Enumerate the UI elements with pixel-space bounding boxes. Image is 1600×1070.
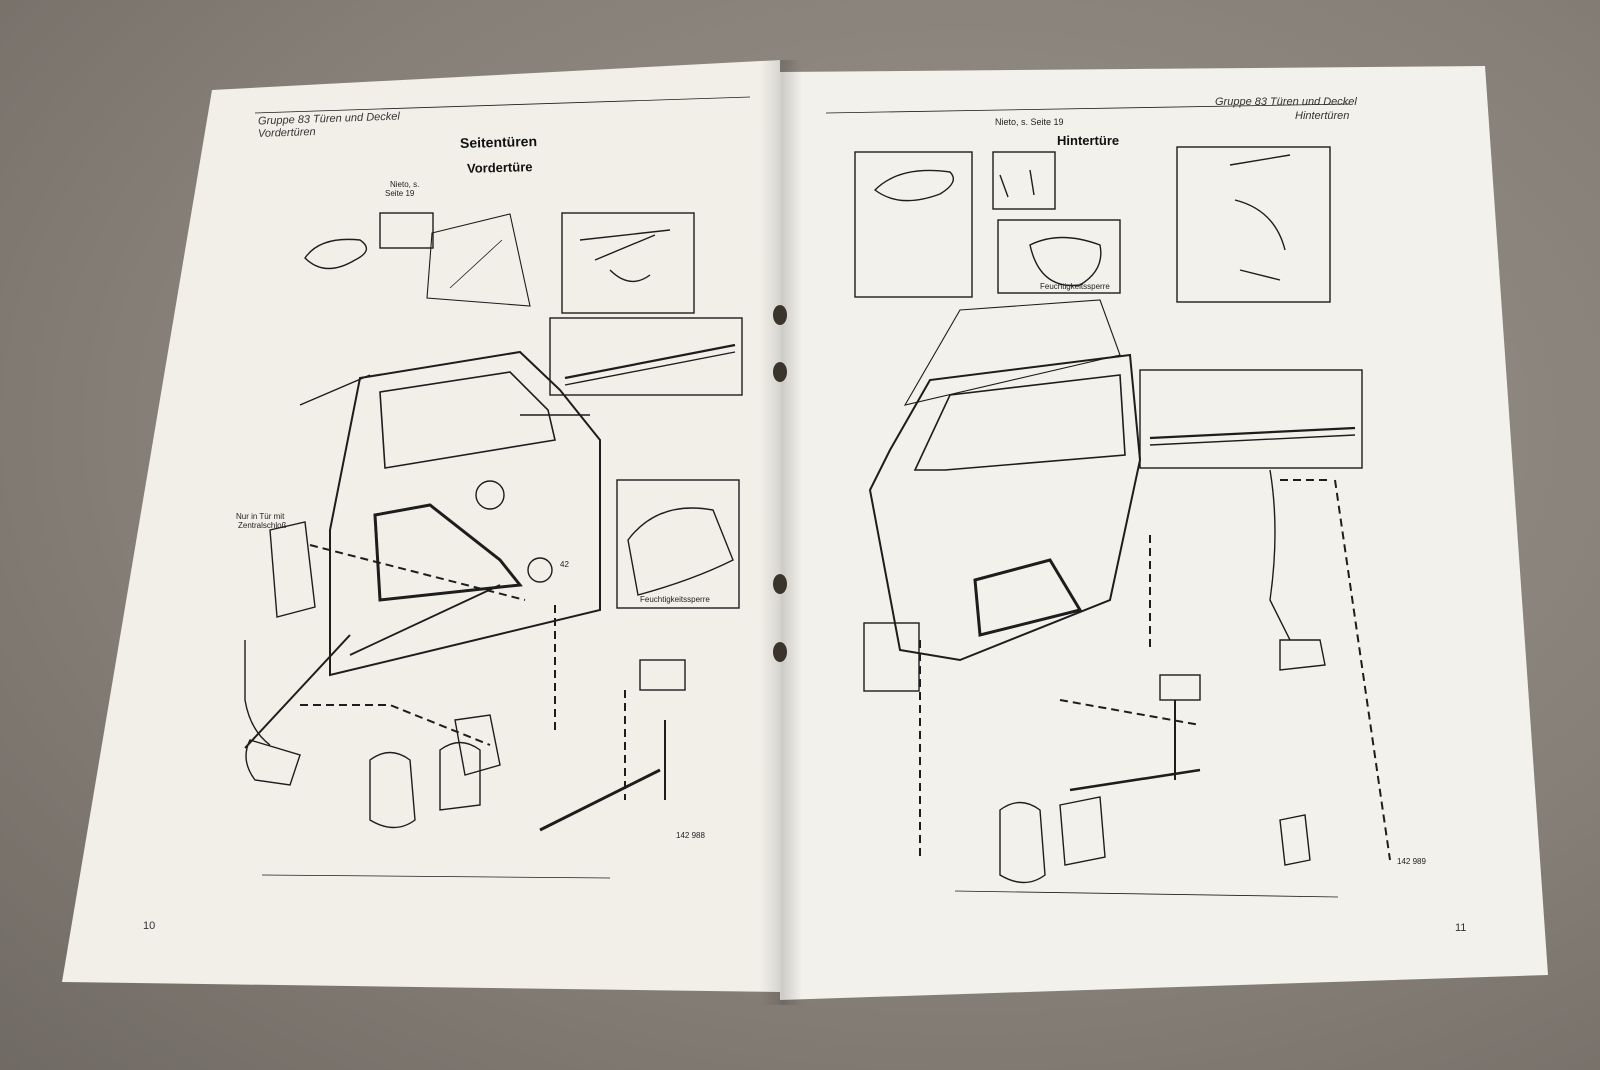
left-rivet-callout-2: Seite 19 [385, 189, 415, 198]
window-regulator-inset [561, 212, 695, 314]
right-header-group: Gruppe 83 Türen und Deckel [1215, 96, 1357, 108]
right-rivet-callout: Nieto, s. Seite 19 [995, 117, 1064, 127]
right-figure-number: 142 989 [1397, 857, 1426, 866]
left-header-sub: Vordertüren [257, 125, 316, 141]
left-moisture-barrier-label: Feuchtigkeitssperre [640, 595, 710, 604]
mirror-inset-right [854, 151, 973, 298]
right-moisture-barrier-label: Feuchtigkeitssperre [1040, 282, 1110, 291]
binder-hole-2 [773, 362, 787, 382]
left-subtitle: Vordertüre [466, 159, 533, 176]
moisture-barrier-inset-right [997, 219, 1121, 294]
moisture-barrier-inset-left [616, 479, 740, 609]
right-title: Hintertüre [1057, 133, 1120, 148]
left-page-number: 10 [143, 920, 156, 932]
binder-hole-1 [773, 305, 787, 325]
book-gutter [760, 60, 802, 1005]
channel-inset-right [1139, 369, 1363, 469]
window-channel-inset [549, 317, 743, 396]
left-figure-number: 142 988 [676, 831, 705, 840]
left-rivet-callout-1: Nieto, s. [390, 180, 420, 189]
right-header-sub: Hintertüren [1295, 110, 1350, 122]
left-title: Seitentüren [459, 132, 538, 152]
binder-hole-3 [773, 574, 787, 594]
binder-hole-4 [773, 642, 787, 662]
left-central-lock-callout-1: Nur in Tür mit [236, 512, 285, 521]
regulator-inset-right [1176, 146, 1331, 303]
left-central-lock-callout-2: Zentralschloß [238, 521, 287, 530]
left-part-number-callout: 42 [560, 560, 569, 569]
right-page-number: 11 [1455, 922, 1467, 934]
